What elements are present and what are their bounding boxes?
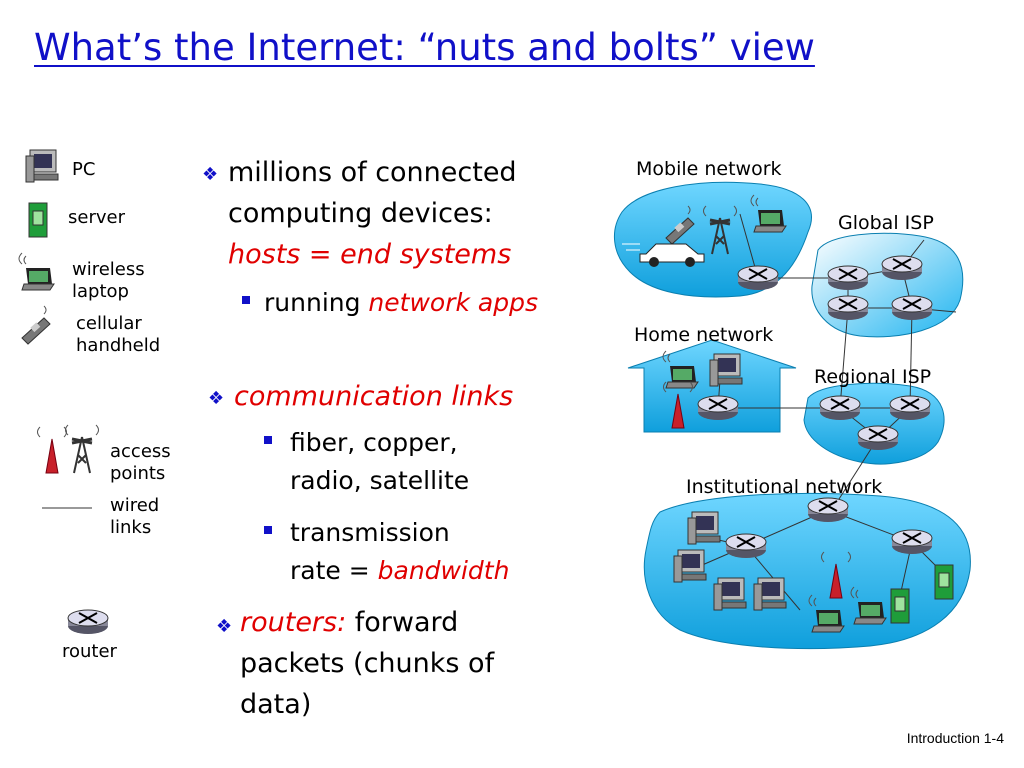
sub-bullet-media: fiber, copper, radio, satellite — [290, 424, 469, 500]
legend-server-label: server — [68, 207, 125, 228]
sub-bullet-bandwidth: bandwidth — [377, 556, 510, 585]
legend-wired-label-2: links — [110, 517, 152, 538]
bullet-hosts: millions of connected computing devices:… — [228, 152, 517, 275]
bullet-hosts-line3: hosts = end systems — [228, 239, 512, 270]
bullet-diamond-icon: ❖ — [208, 388, 225, 409]
global-router-3 — [827, 295, 869, 321]
legend-wired-label-1: wired — [110, 495, 160, 516]
institutional-pc-3 — [713, 577, 747, 611]
bullet-hosts-line2: computing devices: — [228, 198, 493, 229]
global-router-1 — [827, 265, 869, 291]
bullet-routers-line3: data) — [240, 689, 312, 720]
bullet-routers-line1: routers: forward — [240, 602, 494, 643]
car-icon — [622, 243, 705, 267]
label-mobile-network: Mobile network — [636, 158, 782, 180]
institutional-server-1 — [890, 588, 910, 624]
bullet-routers-rest: forward — [346, 607, 459, 638]
legend-cellular-label-2: handheld — [76, 335, 161, 356]
sub-bullet-rate-prefix: rate = — [290, 556, 378, 585]
bullet-routers: routers: forward packets (chunks of data… — [240, 602, 494, 725]
regional-router-3 — [857, 425, 899, 451]
laptop-icon — [18, 252, 55, 291]
sub-bullet-media-line1: fiber, copper, — [290, 428, 458, 457]
legend-pc-label: PC — [72, 159, 96, 180]
legend-wireless-label-1: wireless — [72, 259, 145, 280]
slide-footer: Introduction 1-4 — [906, 730, 1004, 746]
institutional-pc-4 — [753, 577, 787, 611]
square-bullet-icon — [264, 526, 272, 534]
legend-router-label: router — [62, 641, 117, 662]
regional-isp-cloud — [803, 382, 945, 465]
bullet-diamond-icon: ❖ — [202, 164, 219, 185]
sub-bullet-network-apps-em: network apps — [368, 288, 538, 317]
label-home-network: Home network — [634, 324, 774, 346]
global-router-4 — [891, 295, 933, 321]
bullet-diamond-icon: ❖ — [216, 616, 233, 637]
legend-wireless-label-2: laptop — [72, 281, 129, 302]
slide-title: What’s the Internet: “nuts and bolts” vi… — [34, 26, 815, 69]
label-global-isp: Global ISP — [838, 212, 934, 234]
institutional-network-cloud — [643, 492, 971, 650]
legend-access-label-1: access — [110, 441, 171, 462]
global-router-2 — [881, 255, 923, 281]
bullet-routers-line2: packets (chunks of — [240, 648, 495, 679]
institutional-server-2 — [934, 564, 954, 600]
sub-bullet-rate-line2: rate = bandwidth — [290, 552, 509, 590]
home-router-icon — [697, 395, 739, 421]
regional-router-1 — [819, 395, 861, 421]
bullet-communication-links: communication links — [234, 381, 514, 412]
institutional-pc-1 — [687, 511, 721, 545]
sub-bullet-media-line2: radio, satellite — [290, 466, 470, 495]
router-icon — [67, 609, 109, 635]
pc-icon — [25, 149, 59, 183]
regional-router-2 — [889, 395, 931, 421]
institutional-router-1 — [807, 497, 849, 523]
mobile-router-icon — [737, 265, 779, 291]
legend-cellular-label-1: cellular — [76, 313, 142, 334]
label-regional-isp: Regional ISP — [814, 366, 932, 388]
institutional-router-2 — [725, 533, 767, 559]
institutional-router-3 — [891, 529, 933, 555]
cellular-handheld-icon — [21, 305, 51, 345]
sub-bullet-running: running — [264, 288, 369, 317]
institutional-pc-2 — [673, 549, 707, 583]
sub-bullet-network-apps: running network apps — [264, 284, 538, 322]
bullet-hosts-line1: millions of connected — [228, 157, 517, 188]
sub-bullet-rate: transmission rate = bandwidth — [290, 514, 509, 590]
server-icon — [28, 202, 48, 238]
access-point-tower-icon — [64, 423, 100, 475]
legend-access-label-2: points — [110, 463, 166, 484]
square-bullet-icon — [242, 296, 250, 304]
mobile-network-cloud — [613, 181, 812, 298]
label-institutional-network: Institutional network — [686, 476, 883, 498]
access-point-icon — [37, 426, 67, 474]
home-pc-icon — [709, 353, 743, 387]
square-bullet-icon — [264, 436, 272, 444]
sub-bullet-rate-line1: transmission — [290, 518, 450, 547]
bullet-routers-em: routers: — [240, 607, 347, 638]
